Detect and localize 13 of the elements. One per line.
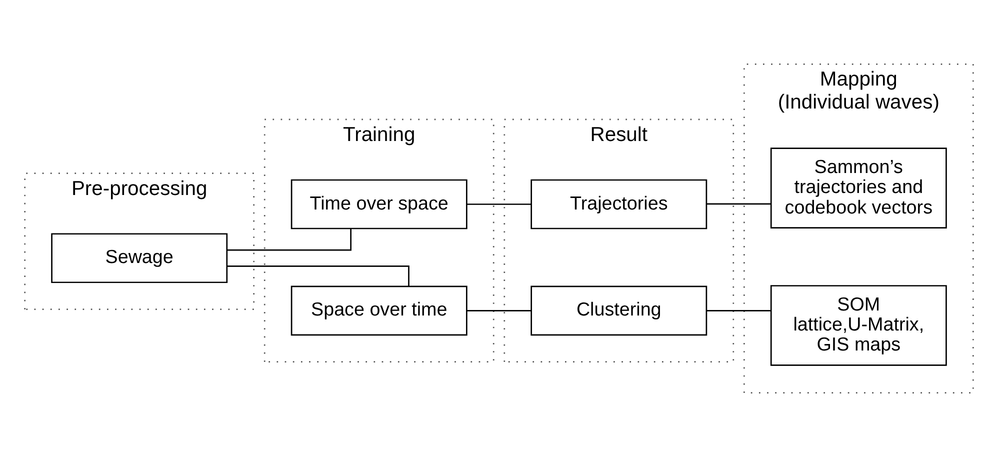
connector bbox=[227, 266, 410, 286]
connector bbox=[706, 203, 771, 205]
connector bbox=[227, 228, 352, 251]
node-box: Sewage bbox=[51, 233, 228, 284]
connector bbox=[466, 310, 532, 312]
node-box: Sammon’s trajectories and codebook vectors bbox=[770, 148, 947, 228]
connector bbox=[706, 310, 771, 312]
connector bbox=[466, 204, 532, 205]
node-box: Space over time bbox=[290, 286, 468, 336]
node-box: Clustering bbox=[530, 286, 708, 336]
node-box: Trajectories bbox=[530, 179, 708, 230]
node-box: Time over space bbox=[290, 179, 468, 230]
node-box: SOM lattice,U-Matrix, GIS maps bbox=[770, 285, 947, 366]
